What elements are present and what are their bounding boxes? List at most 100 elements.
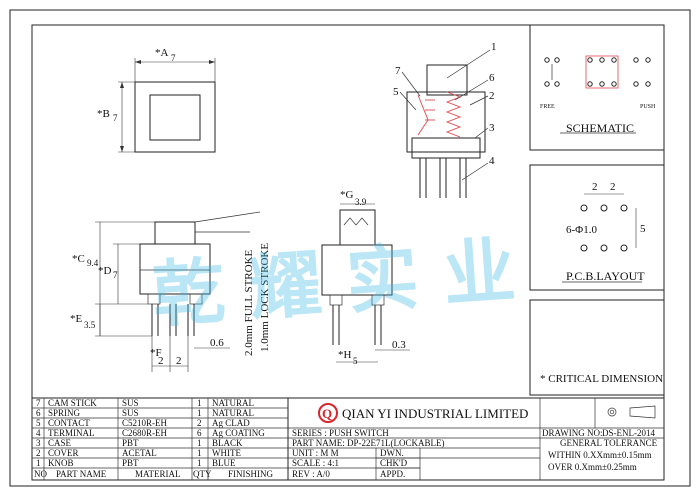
bom-finish-2: WHITE: [212, 448, 241, 458]
tolerance-over: OVER 0.Xmm±0.25mm: [548, 462, 637, 472]
pcb-spacing-2: 2: [610, 181, 616, 193]
dim-c-value: 9.4: [87, 258, 99, 268]
bom-no-7: 7: [36, 398, 41, 408]
dwn-label: DWN.: [380, 448, 404, 458]
dim-e-label: *E: [70, 313, 83, 325]
pcb-spacing-1: 2: [592, 181, 598, 193]
bom-name-1: KNOB: [48, 458, 74, 468]
bom-qty-3: 1: [197, 438, 202, 448]
callout-7: 7: [395, 65, 401, 77]
bom-header-material: MATERIAL: [135, 469, 181, 479]
bom-name-4: TERMINAL: [48, 428, 95, 438]
watermark-text: 乾 耀 实 业: [150, 228, 518, 337]
bom-qty-6: 1: [197, 408, 202, 418]
pin-spacing-1: 2: [158, 355, 164, 367]
bom-no-1: 1: [36, 458, 41, 468]
unit-label: UNIT : M M: [292, 448, 339, 458]
bom-finish-5: Ag CLAD: [212, 418, 250, 428]
schematic-title: SCHEMATIC: [566, 121, 634, 135]
critical-dimension-note: * CRITICAL DIMENSION: [540, 373, 663, 385]
pin-thickness: 0.3: [392, 339, 406, 351]
company-logo: [318, 403, 338, 423]
dim-a-value: 7: [171, 53, 176, 63]
bom-material-7: SUS: [122, 398, 139, 408]
bom-no-5: 5: [36, 418, 41, 428]
pcb-height: 5: [640, 223, 646, 235]
drawing-no: DS-ENL-2014: [602, 428, 655, 438]
bom-material-3: PBT: [122, 438, 139, 448]
dim-b-value: 7: [113, 113, 118, 123]
tolerance-within: WITHIN 0.XXmm±0.15mm: [548, 450, 652, 460]
part-name-label: PART NAME: DP-22E71L(LOCKABLE): [292, 438, 444, 448]
schematic-free-label: FREE: [540, 104, 555, 110]
dim-c-label: *C: [72, 253, 85, 265]
bom-qty-7: 1: [197, 398, 202, 408]
callout-2: 2: [489, 90, 495, 102]
rev-label: REV : A/0: [292, 469, 330, 479]
tolerance-title: GENERAL TOLERANCE: [560, 438, 658, 448]
pin-spacing-2: 2: [176, 355, 182, 367]
title-block: Q QIAN YI INDUSTRIAL LIMITED DRAWING NO:…: [287, 397, 665, 481]
appd-label: APPD.: [380, 469, 405, 479]
pin-width: 0.6: [210, 337, 224, 349]
schematic-panel: [529, 24, 665, 151]
bom-finish-1: BLUE: [212, 458, 236, 468]
series-label: SERIES : PUSH SWITCH: [292, 428, 389, 438]
dim-e-value: 3.5: [84, 320, 96, 330]
bom-finish-6: NATURAL: [212, 408, 254, 418]
front-view: *C 9.4 *D 7 *E 3.5 *F 2 2 0.6 2.0mm FULL…: [70, 211, 271, 372]
bom-name-5: CONTACT: [48, 418, 90, 428]
bom-table: 7 CAM STICK SUS 1 NATURAL 6 SPRING SUS 1…: [31, 397, 289, 481]
dim-h-label: *H: [338, 349, 352, 361]
spring-hatch: [445, 91, 462, 138]
bom-no-3: 3: [36, 438, 41, 448]
bom-header-no: NO: [34, 469, 47, 479]
chkd-label: CHK'D: [380, 458, 408, 468]
bom-no-4: 4: [36, 428, 41, 438]
dim-g-label: *G: [340, 189, 354, 201]
bom-finish-3: BLACK: [212, 438, 243, 448]
bom-qty-4: 6: [197, 428, 202, 438]
callout-1: 1: [491, 41, 497, 53]
callout-5: 5: [393, 86, 399, 98]
bom-name-2: COVER: [48, 448, 79, 458]
company-name: QIAN YI INDUSTRIAL LIMITED: [342, 406, 528, 421]
bom-name-7: CAM STICK: [48, 398, 97, 408]
bom-name-3: CASE: [48, 438, 72, 448]
pcb-title: P.C.B.LAYOUT: [566, 269, 645, 283]
bom-qty-1: 1: [197, 458, 202, 468]
pcb-panel: [529, 164, 665, 291]
bom-material-6: SUS: [122, 408, 139, 418]
critical-panel: [529, 299, 665, 396]
outer-border: [9, 9, 691, 487]
bom-header-name: PART NAME: [56, 469, 107, 479]
bom-material-4: C2680R-EH: [122, 428, 168, 438]
bom-no-6: 6: [36, 408, 41, 418]
bom-finish-7: NATURAL: [212, 398, 254, 408]
bom-header-finish: FINISHING: [228, 469, 274, 479]
bom-finish-4: Ag COATING: [212, 428, 265, 438]
dim-g-value: 3.9: [355, 197, 367, 207]
schematic: FREE PUSH SCHEMATIC: [540, 55, 656, 135]
bom-name-6: SPRING: [48, 408, 81, 418]
callout-6: 6: [489, 72, 495, 84]
dim-d-value: 7: [113, 270, 118, 280]
pcb-layout: 2 2 5 6-Φ1.0 P.C.B.LAYOUT: [562, 181, 646, 283]
dim-h-value: 5: [353, 356, 358, 366]
bom-no-2: 2: [36, 448, 41, 458]
callout-3: 3: [489, 122, 495, 134]
top-view: *A 7 *B 7: [97, 47, 216, 153]
side-view: *G 3.9 *H 5 0.3: [321, 189, 410, 366]
dim-f-label: *F: [150, 347, 162, 359]
dim-a-label: *A: [155, 47, 169, 59]
full-stroke-label: 2.0mm FULL STROKE: [243, 249, 255, 356]
bom-qty-2: 1: [197, 448, 202, 458]
projection-symbol: [607, 407, 617, 417]
scale-label: SCALE : 4:1: [292, 458, 339, 468]
bom-qty-5: 2: [197, 418, 202, 428]
company-logo-letter: Q: [322, 406, 332, 421]
pcb-hole-spec: 6-Φ1.0: [566, 224, 597, 236]
bom-header-qty: QTY: [193, 469, 212, 479]
dim-d-label: *D: [98, 265, 112, 277]
